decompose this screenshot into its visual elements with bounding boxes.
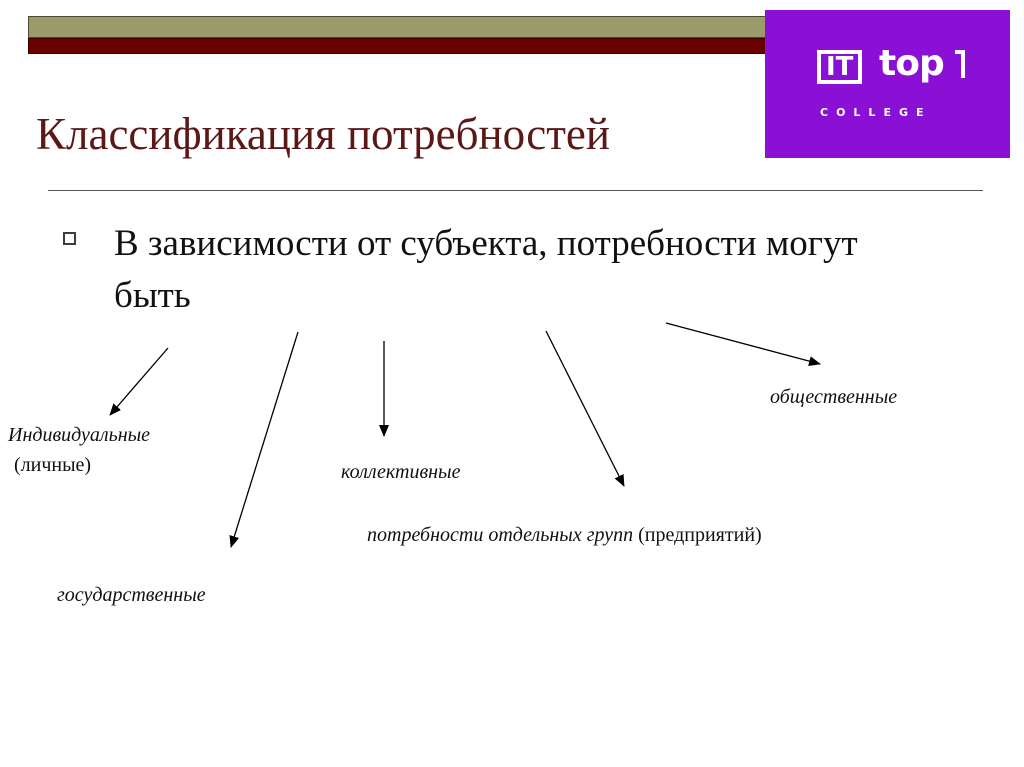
logo-subtitle: COLLEGE (820, 106, 932, 119)
label-individual: Индивидуальные (8, 424, 151, 446)
label-collective: коллективные (341, 461, 461, 483)
label-groups-plain: (предприятий) (638, 524, 762, 546)
bullet-text: В зависимости от субъекта, потребности м… (114, 223, 858, 316)
label-social: общественные (770, 386, 898, 408)
logo-main: IT top (817, 44, 967, 90)
logo-it-text: IT (817, 50, 863, 84)
bullet-square-icon (63, 232, 76, 245)
it-top-college-logo: IT top COLLEGE (765, 10, 1010, 158)
arrow-to-social (665, 322, 821, 367)
label-groups: потребности отдельных групп (предприятий… (367, 524, 762, 547)
title-divider (48, 190, 983, 191)
label-state: государственные (57, 584, 206, 606)
label-groups-italic: потребности отдельных групп (367, 524, 634, 546)
arrow-to-state (229, 331, 299, 548)
label-individual-personal: (личные) (14, 454, 92, 476)
logo-corner-mark (955, 50, 965, 78)
slide-title: Классификация потребностей (36, 109, 610, 159)
logo-top-text: top (879, 43, 945, 84)
arrow-to-individual (109, 347, 169, 416)
arrow-to-groups (545, 330, 625, 487)
